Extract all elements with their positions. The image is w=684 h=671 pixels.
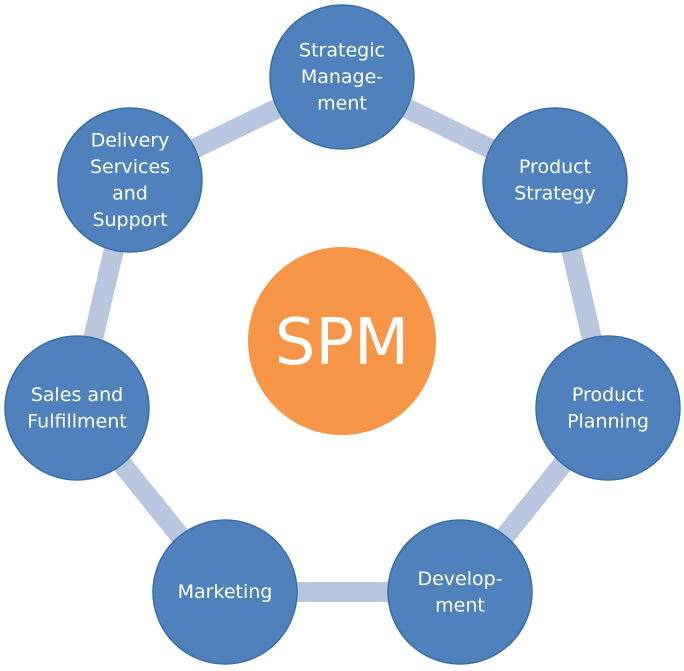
- node-label-line: Product: [572, 384, 644, 406]
- node-label: Develop-ment: [417, 568, 502, 617]
- node-circle: [387, 519, 533, 665]
- node-label-line: Services: [90, 156, 170, 178]
- node-label-line: Fulfillment: [27, 410, 126, 432]
- node-development: Develop-ment: [387, 519, 533, 665]
- node-label-line: Support: [92, 209, 167, 231]
- node-label-line: Product: [519, 156, 591, 178]
- node-circle: [535, 335, 681, 481]
- node-circle: [482, 107, 628, 253]
- node-circle: [152, 519, 298, 665]
- node-label-line: Sales and: [31, 384, 123, 406]
- node-label-line: ment: [317, 93, 367, 115]
- node-circle: [57, 107, 203, 253]
- node-label-line: Delivery: [91, 129, 170, 151]
- node-marketing: Marketing: [152, 519, 298, 665]
- node-label-line: Strategic: [299, 40, 385, 62]
- center-label: SPM: [275, 306, 409, 380]
- node-label: Marketing: [178, 581, 273, 603]
- center-node-spm: SPM: [248, 247, 436, 435]
- node-label-line: ment: [435, 594, 485, 616]
- center-circle: [248, 247, 436, 435]
- node-label-line: Planning: [567, 410, 649, 432]
- node-label-line: Develop-: [417, 568, 502, 590]
- node-circle: [4, 335, 150, 481]
- node-label-line: Marketing: [178, 581, 273, 603]
- node-circle: [269, 4, 415, 150]
- node-label-line: Strategy: [514, 182, 595, 204]
- node-label-line: Manage-: [301, 66, 383, 88]
- node-label-line: and: [112, 182, 148, 204]
